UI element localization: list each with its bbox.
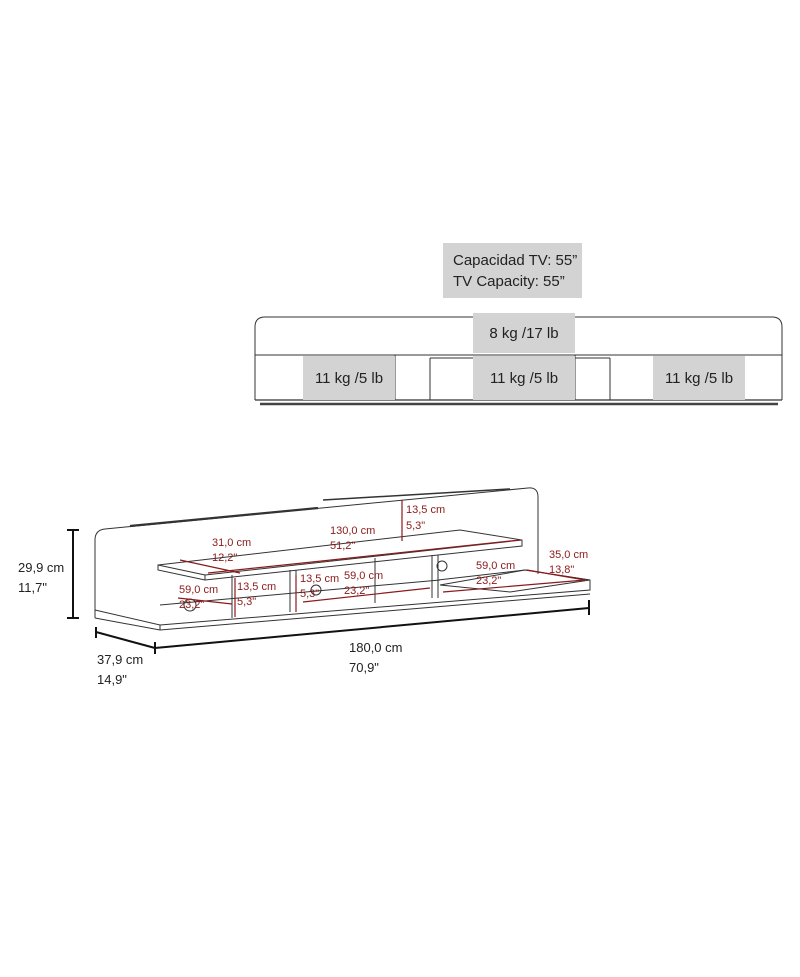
right-shelf-depth-cm: 35,0 cm xyxy=(549,549,588,561)
compartment-left-width-in: 23,2" xyxy=(179,599,204,611)
compartment-center-height-cm: 13,5 cm xyxy=(300,573,339,585)
top-shelf-depth-cm: 31,0 cm xyxy=(212,537,251,549)
height-in: 11,7" xyxy=(18,580,47,595)
depth-in: 14,9" xyxy=(97,672,127,687)
tv-capacity-es: Capacidad TV: 55” xyxy=(453,251,578,269)
overall-dimension-labels: 29,9 cm 11,7" 37,9 cm 14,9" 180,0 cm 70,… xyxy=(18,560,402,687)
compartment-left-height-in: 5,3" xyxy=(237,596,256,608)
red-dimension-lines xyxy=(177,500,586,617)
compartment-center-width-in: 23,2" xyxy=(344,585,369,597)
compartment-right-width-in: 23,2" xyxy=(476,575,501,587)
right-shelf-depth-in: 13,8" xyxy=(549,564,574,576)
height-cm: 29,9 cm xyxy=(18,560,64,575)
black-dimension-lines xyxy=(67,529,590,654)
compartment-center-width-cm: 59,0 cm xyxy=(344,570,383,582)
width-in: 70,9" xyxy=(349,660,379,675)
top-shelf-depth-in: 12,2" xyxy=(212,552,237,564)
compartment-center-height-in: 5,3" xyxy=(300,588,319,600)
width-cm: 180,0 cm xyxy=(349,640,402,655)
left-compartment-load-label: 11 kg /5 lb xyxy=(303,356,395,400)
red-dimension-labels: 13,5 cm 5,3" 130,0 cm 51,2" 31,0 cm 12,2… xyxy=(179,504,588,611)
tv-capacity-label: Capacidad TV: 55” TV Capacity: 55” xyxy=(443,243,582,298)
backboard-gap-in: 5,3" xyxy=(406,520,425,532)
top-shelf-load-label: 8 kg /17 lb xyxy=(473,313,575,353)
compartment-right-width-cm: 59,0 cm xyxy=(476,560,515,572)
compartment-left-height-cm: 13,5 cm xyxy=(237,581,276,593)
top-shelf-width-in: 51,2" xyxy=(330,540,355,552)
compartment-left-width-cm: 59,0 cm xyxy=(179,584,218,596)
center-compartment-load-label: 11 kg /5 lb xyxy=(473,356,575,400)
backboard-gap-cm: 13,5 cm xyxy=(406,504,445,516)
right-compartment-load-label: 11 kg /5 lb xyxy=(653,356,745,400)
tv-capacity-en: TV Capacity: 55” xyxy=(453,272,565,290)
top-shelf-width-cm: 130,0 cm xyxy=(330,525,375,537)
depth-cm: 37,9 cm xyxy=(97,652,143,667)
